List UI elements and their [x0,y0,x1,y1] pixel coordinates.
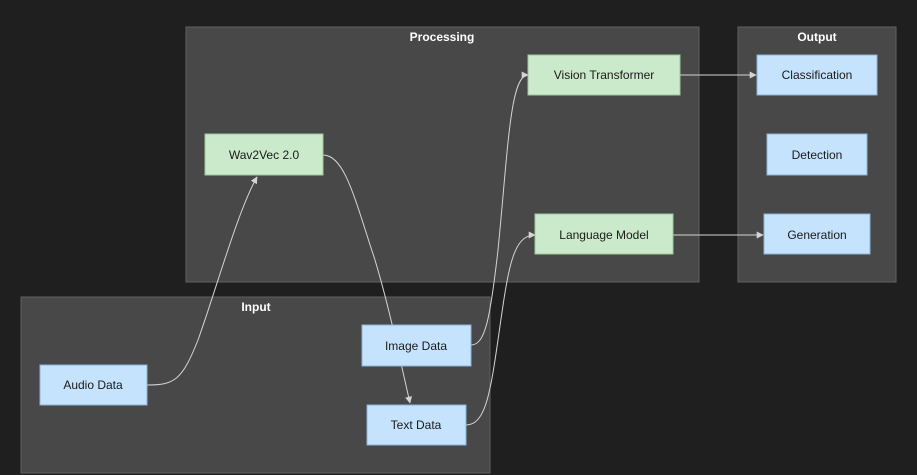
node-detection-label: Detection [792,148,843,162]
cluster-input-title: Input [241,300,270,314]
node-generation[interactable]: Generation [763,213,871,255]
node-text-data[interactable]: Text Data [366,404,467,446]
cluster-output-title: Output [797,30,836,44]
node-vision-transformer[interactable]: Vision Transformer [527,54,681,96]
edge-audio-to-wav2vec [146,176,258,386]
edge-text-to-language [465,231,536,426]
node-vision-transformer-label: Vision Transformer [554,68,654,82]
edge-image-to-vision [470,71,529,346]
node-text-data-label: Text Data [391,418,442,432]
cluster-processing-title: Processing [410,30,475,44]
node-audio-data[interactable]: Audio Data [39,364,148,406]
node-audio-data-label: Audio Data [63,378,123,392]
node-wav2vec[interactable]: Wav2Vec 2.0 [204,133,324,176]
node-image-data[interactable]: Image Data [361,324,472,367]
node-wav2vec-label: Wav2Vec 2.0 [229,148,300,162]
node-classification[interactable]: Classification [756,54,878,96]
node-language-model[interactable]: Language Model [534,213,674,255]
node-generation-label: Generation [787,228,846,242]
node-image-data-label: Image Data [385,339,447,353]
node-detection[interactable]: Detection [766,133,868,176]
node-classification-label: Classification [782,68,853,82]
node-language-model-label: Language Model [559,228,648,242]
